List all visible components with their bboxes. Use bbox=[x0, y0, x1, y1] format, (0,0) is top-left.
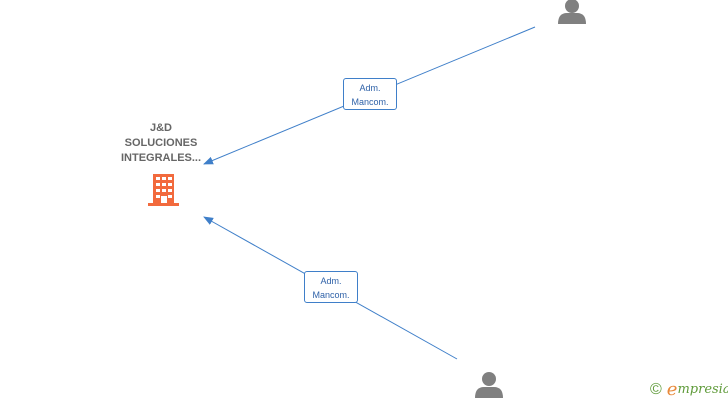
edge-label-line: Adm. bbox=[359, 83, 381, 93]
brand-name: mpresia bbox=[677, 382, 728, 397]
person-icon[interactable] bbox=[475, 372, 503, 398]
edge-label-top[interactable]: Adm. Mancom. bbox=[343, 78, 397, 110]
company-name[interactable]: J&D SOLUCIONES INTEGRALES... bbox=[100, 121, 222, 166]
person-icon[interactable] bbox=[558, 0, 586, 24]
brand-logo[interactable]: © e mpresia bbox=[650, 380, 728, 400]
company-name-line: INTEGRALES... bbox=[120, 152, 202, 164]
edge-label-line: Mancom. bbox=[351, 97, 389, 107]
copyright-icon: © bbox=[650, 381, 662, 398]
edge-label-line: Mancom. bbox=[312, 290, 350, 300]
company-name-line: SOLUCIONES bbox=[124, 137, 198, 149]
edge-label-bottom[interactable]: Adm. Mancom. bbox=[304, 271, 358, 303]
company-name-line: J&D bbox=[149, 122, 172, 134]
edge-label-line: Adm. bbox=[320, 276, 342, 286]
brand-initial: e bbox=[666, 379, 678, 400]
building-icon[interactable] bbox=[148, 174, 179, 206]
